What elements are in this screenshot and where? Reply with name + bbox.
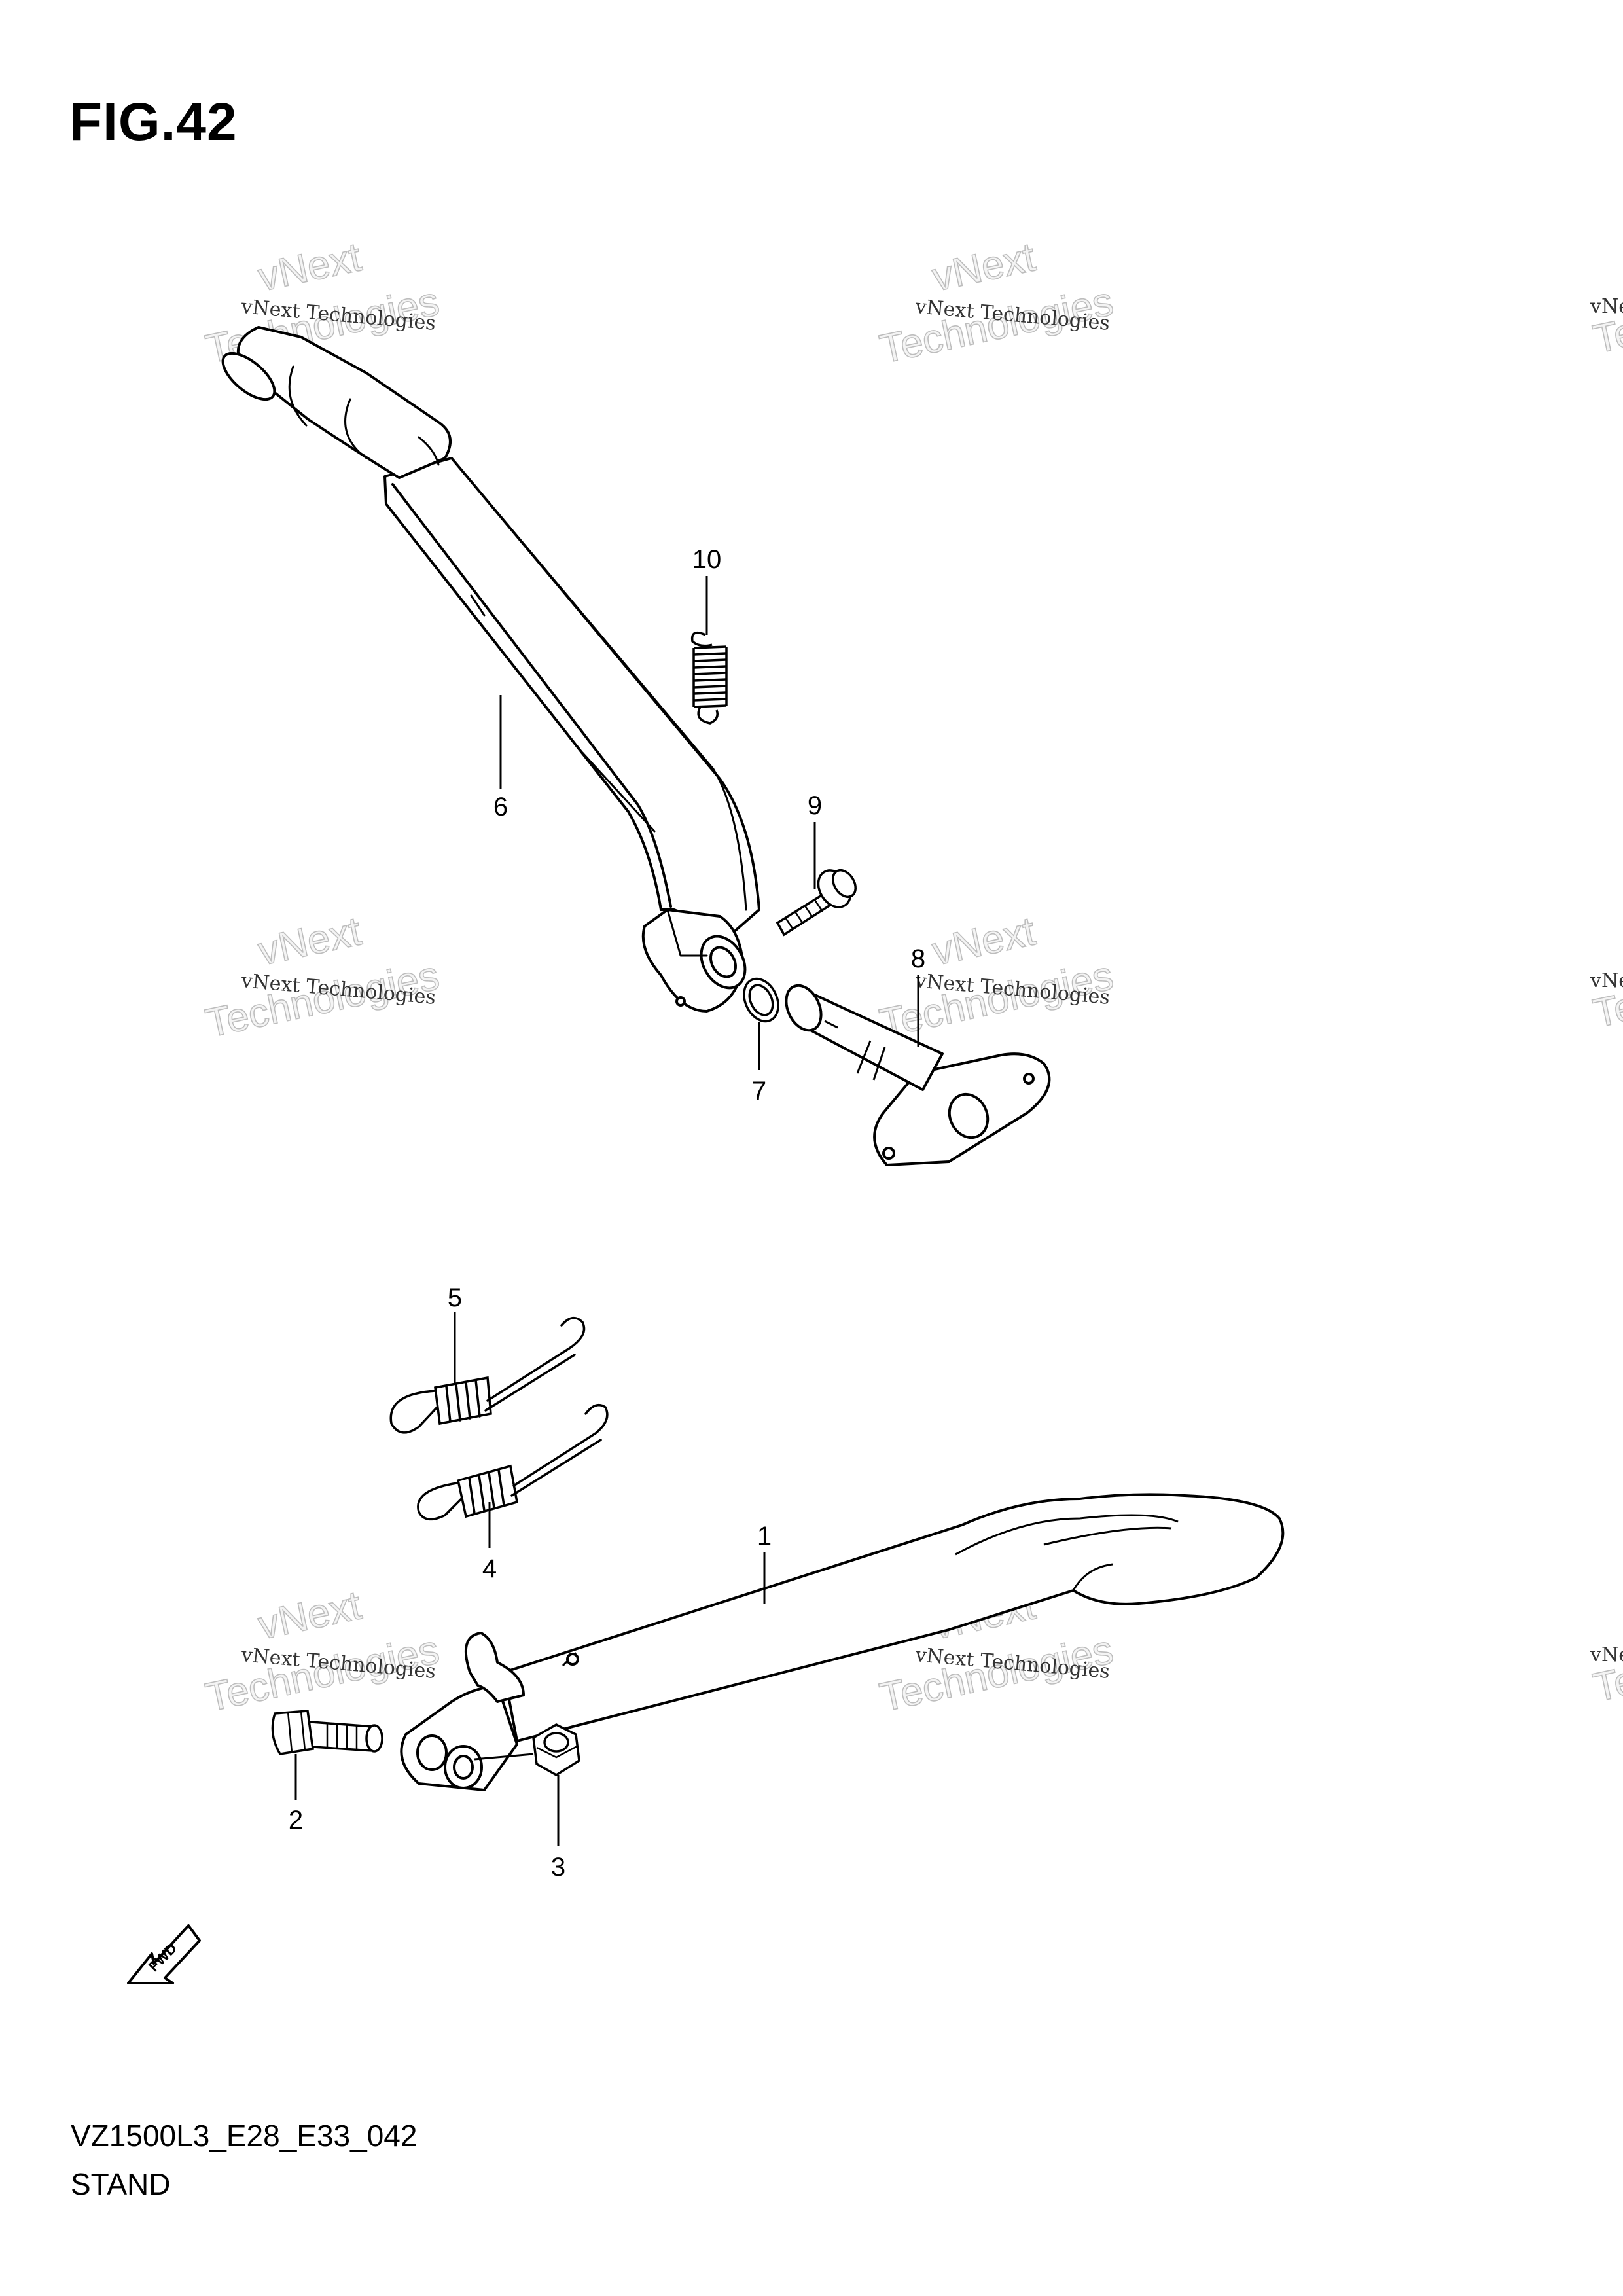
callout-7: 7 [752,1077,766,1105]
leader-3-nut-link [474,1753,534,1761]
figure-title: FIG.42 [69,92,238,152]
callout-leaders [294,576,919,1846]
watermark-9: Technologies vNext Technologies [1589,1617,1623,1711]
part-2-bolt [271,1710,383,1755]
part-4-spring [417,1403,609,1521]
part-1-side-stand [400,1493,1285,1791]
part-9-bolt [776,869,857,937]
watermark-5: vNext Technologies vNext Technologies [876,908,1118,1047]
part-10-spring [690,631,728,725]
part-7-washer [743,977,779,1023]
callout-4: 4 [482,1554,497,1583]
watermark-big-text: vNext [255,908,365,974]
part-3-nut [532,1723,580,1777]
callout-1: 1 [757,1522,772,1551]
watermark-7: vNext Technologies vNext Technologies [202,1582,444,1721]
callout-2: 2 [289,1806,303,1835]
watermark-big-text: vNext [929,234,1039,300]
watermark-big-text: vNext [929,908,1039,974]
watermark-big-text: vNext [255,234,365,300]
watermark-3: Technologies vNext Technologies [1589,268,1623,363]
callout-8: 8 [911,944,925,973]
callout-9: 9 [808,791,822,820]
watermark-4: vNext Technologies vNext Technologies [202,908,444,1047]
section-name: STAND [71,2167,171,2201]
diagram-code: VZ1500L3_E28_E33_042 [71,2119,418,2153]
part-5-spring [389,1316,586,1434]
callout-6: 6 [493,793,508,821]
watermark-small-text: vNext Technologies [1590,1643,1623,1666]
watermark-small-text: vNext Technologies [1590,295,1623,318]
callout-3: 3 [551,1853,565,1882]
callout-10: 10 [692,545,722,574]
callout-5: 5 [448,1283,462,1312]
fwd-arrow-icon: FWD [127,1924,201,1984]
watermark-6: Technologies vNext Technologies [1589,942,1623,1037]
watermark-big-text: vNext [255,1583,365,1648]
watermark-small-text: vNext Technologies [1590,969,1623,992]
watermark-2: vNext Technologies vNext Technologies [876,234,1118,372]
part-8-shaft-bracket [785,984,1051,1166]
callout-labels: 10 6 9 8 7 5 4 1 2 3 [289,545,925,1882]
part-6-lever [221,326,760,1013]
